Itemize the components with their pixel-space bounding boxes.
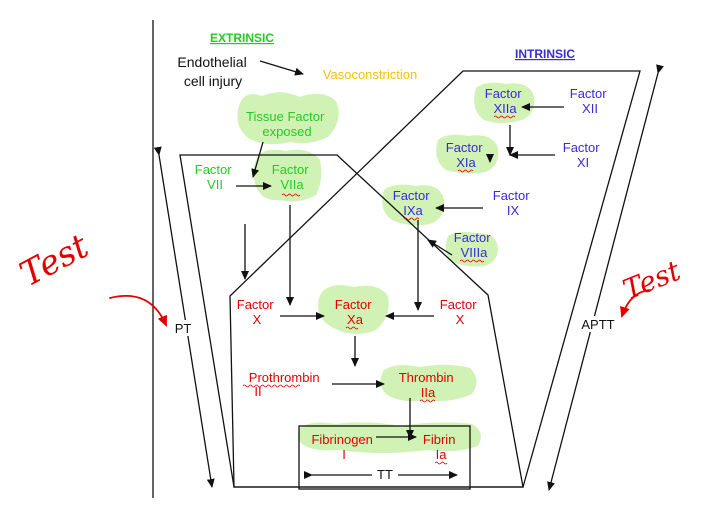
factor-x-right-label: Factor X (440, 297, 480, 327)
pt-label-bg (171, 320, 195, 336)
fibrin-label: Fibrin Ia (423, 432, 459, 462)
factor-xi-label: Factor XI (563, 140, 603, 170)
tissue-factor-highlight (237, 92, 339, 145)
test-annotation-left: Test (13, 226, 95, 295)
aptt-range-line (547, 64, 664, 491)
fibrinogen-highlight (298, 422, 481, 453)
factor-xiia-label: Factor XIIa (485, 86, 525, 116)
thrombin-label: Thrombin IIa (399, 370, 458, 400)
extrinsic-pathway-outline (179, 154, 524, 488)
tt-label-bg (372, 466, 398, 482)
factor-viia-label: Factor VIIa (272, 162, 312, 192)
factor-xii-label: Factor XII (570, 86, 610, 116)
factor-vii-label: Factor VII (195, 162, 235, 192)
aptt-label: APTT (581, 317, 614, 332)
factor-ixa-highlight (382, 184, 445, 226)
factor-ixa-label: Factor IXa (393, 188, 433, 218)
vasoconstriction-label: Vasoconstriction (323, 67, 417, 82)
aptt-label-bg (579, 316, 617, 332)
factor-xiia-highlight (474, 82, 535, 123)
tissue-factor-label: Tissue Factor exposed (246, 109, 328, 139)
factor-viiia-label: Factor VIIIa (454, 230, 494, 260)
factor-x-left-label: Factor X (237, 297, 277, 327)
factor-viiia-highlight (445, 232, 498, 267)
pathway-arrows (236, 60, 564, 479)
test-annotation-right: Test (618, 254, 685, 307)
factor-xa-label: Factor Xa (335, 297, 375, 327)
test-arrow-right-icon (620, 289, 651, 318)
thrombin-highlight (380, 364, 477, 402)
extrinsic-header: EXTRINSIC (210, 31, 274, 45)
prothrombin-label: Prothrombin II (249, 370, 323, 399)
endothelial-injury-label: Endothelial cell injury (177, 54, 250, 89)
tt-box (298, 425, 471, 490)
fibrinogen-label: Fibrinogen I (311, 432, 376, 462)
test-arrow-left-icon (109, 294, 168, 327)
tt-label: TT (377, 467, 393, 482)
factor-xia-label: Factor XIa (446, 140, 486, 170)
intrinsic-header: INTRINSIC (515, 47, 575, 61)
spellcheck-underlines (242, 115, 516, 465)
factor-xa-highlight (318, 285, 389, 334)
factor-ix-label: Factor IX (493, 188, 533, 218)
pt-label: PT (175, 321, 192, 336)
factor-xia-highlight (436, 134, 499, 174)
highlight-blobs (237, 82, 535, 453)
